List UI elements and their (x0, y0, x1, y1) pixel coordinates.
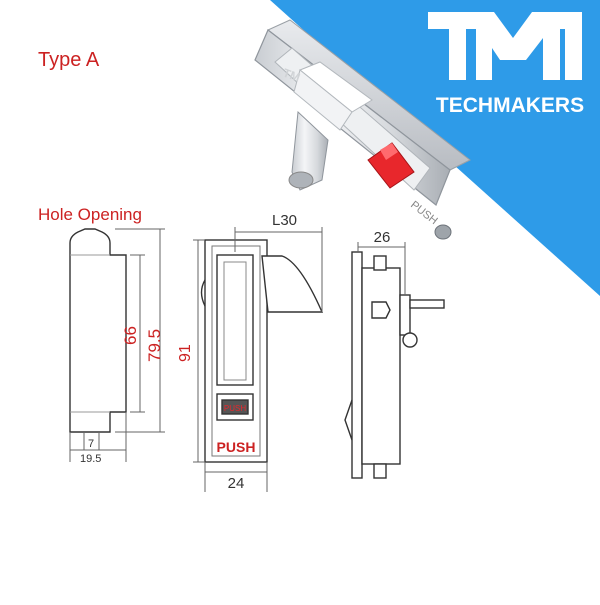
hole-opening-title: Hole Opening (38, 205, 142, 224)
brand-name: TECHMAKERS (436, 94, 584, 117)
photo-stamp-text: TM (281, 66, 302, 85)
front-handle-length: L30 (272, 212, 297, 229)
hole-opening-drawing (69, 228, 127, 433)
side-view-drawing (344, 251, 445, 479)
front-dimension-lines (193, 227, 323, 492)
front-width: 24 (228, 475, 245, 492)
side-dimension-lines (357, 242, 406, 295)
side-depth: 26 (374, 229, 391, 246)
hole-width-slot: 7 (88, 438, 94, 450)
product-photo: PUSH TM (254, 19, 471, 240)
type-title: Type A (38, 49, 100, 71)
hole-height-outer: 79.5 (145, 329, 164, 362)
hole-height-inner: 66 (121, 326, 140, 345)
hole-dimension-lines (69, 228, 165, 462)
front-view-drawing (200, 239, 324, 463)
front-height: 91 (177, 344, 194, 362)
tm-logo (428, 12, 582, 80)
hole-width-total: 19.5 (80, 453, 101, 465)
front-push-label: PUSH (217, 439, 256, 455)
front-button-tag: PUSH (224, 404, 246, 413)
